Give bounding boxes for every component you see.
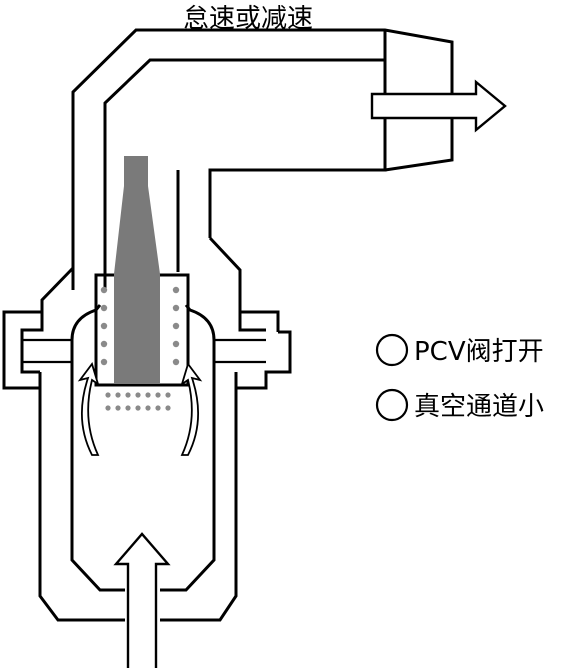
legend-label-pcv-open: PCV阀打开: [414, 337, 544, 367]
spring-coil-left: [100, 286, 108, 366]
valve-lower-body-right: [160, 372, 238, 622]
valve-flange-right: [236, 330, 292, 390]
legend: PCV阀打开 真空通道小: [375, 333, 544, 422]
spring-coil-right: [172, 286, 180, 366]
valve-outer-right-wall: [208, 236, 280, 332]
right-arrow-icon: [370, 79, 507, 133]
curved-arrow-icon: [77, 362, 100, 456]
valve-flange-right-inner: [238, 312, 266, 332]
curved-arrow-icon: [180, 362, 203, 456]
valve-outer-left-wall: [2, 266, 75, 390]
plunger: [114, 156, 160, 384]
valve-seat-dome-right: [184, 304, 216, 372]
valve-lower-body: [38, 372, 125, 622]
valve-flange-left: [20, 312, 44, 374]
legend-marker-vacuum-small: [375, 388, 409, 422]
spring-coil-bottom: [105, 392, 171, 411]
legend-label-vacuum-small: 真空通道小: [414, 392, 544, 422]
valve-inner-chamber-right: [160, 372, 216, 592]
up-arrow-icon: [113, 532, 171, 668]
legend-marker-pcv-open: [375, 333, 409, 367]
valve-inner-chamber: [70, 372, 125, 592]
